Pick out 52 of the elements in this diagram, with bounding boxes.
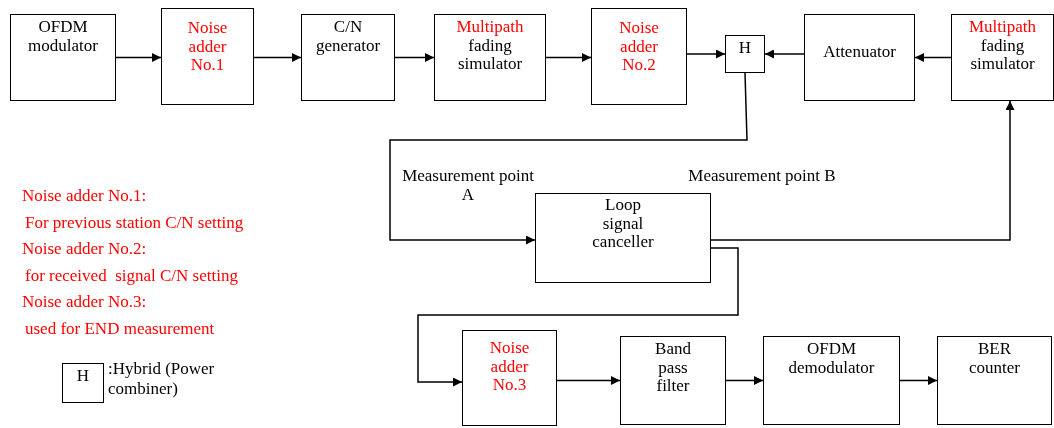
block-label: OFDM demodulator [787, 340, 876, 378]
block-box [620, 336, 726, 425]
block-box [535, 193, 711, 283]
block-label: fading simulator [970, 36, 1035, 75]
arrow [115, 53, 162, 62]
arrow [253, 53, 302, 62]
block-label: Noise adder No.2 [618, 19, 660, 76]
block-label: fading simulator [456, 36, 524, 75]
note-text: for received signal C/N setting [25, 265, 238, 285]
note-text: Noise adder No.3: [22, 292, 147, 312]
arrow [417, 247, 739, 387]
block-box [161, 8, 254, 105]
note-text: For previous station C/N setting [25, 212, 244, 232]
block-box [951, 14, 1054, 101]
block-box [804, 14, 915, 101]
arrow [764, 49, 805, 59]
block-label: Noise adder No.1 [186, 19, 229, 76]
hybrid-box [62, 363, 104, 403]
block-label: BER counter [968, 340, 1021, 378]
note-text: used for END measurement [25, 318, 215, 338]
arrow [394, 53, 435, 62]
block-box [462, 330, 557, 426]
block-label: Attenuator [823, 43, 896, 62]
note-text: Noise adder No.1: [22, 186, 147, 206]
arrow [914, 53, 952, 62]
block-label: Loop signal canceller [591, 196, 655, 253]
block-box [937, 336, 1052, 425]
block-box [10, 14, 116, 101]
arrow [710, 100, 1015, 241]
block-label: Multipath [456, 18, 524, 37]
block-box [591, 8, 687, 105]
block-label: Band pass filter [654, 340, 692, 397]
note-text: Noise adder No.2: [22, 239, 147, 259]
arrow [556, 376, 621, 385]
measurement-point-label: Measurement point A [401, 167, 535, 205]
arrow [686, 49, 726, 59]
arrow [899, 376, 938, 385]
block-box [763, 336, 900, 425]
block-label: C/N generator [314, 18, 382, 56]
block-label: Noise adder No.3 [488, 339, 531, 396]
block-box [434, 14, 546, 101]
hybrid-box [725, 35, 765, 73]
block-label: Multipath [968, 18, 1037, 37]
block-box [301, 14, 395, 101]
arrow [545, 53, 592, 62]
block-label: H [76, 367, 90, 386]
arrow [725, 376, 764, 385]
legend-text: :Hybrid (Power combiner) [108, 359, 216, 399]
arrow [389, 72, 748, 245]
block-label: OFDM modulator [27, 18, 99, 56]
block-label: H [738, 39, 752, 58]
measurement-point-label: Measurement point B [687, 167, 837, 186]
